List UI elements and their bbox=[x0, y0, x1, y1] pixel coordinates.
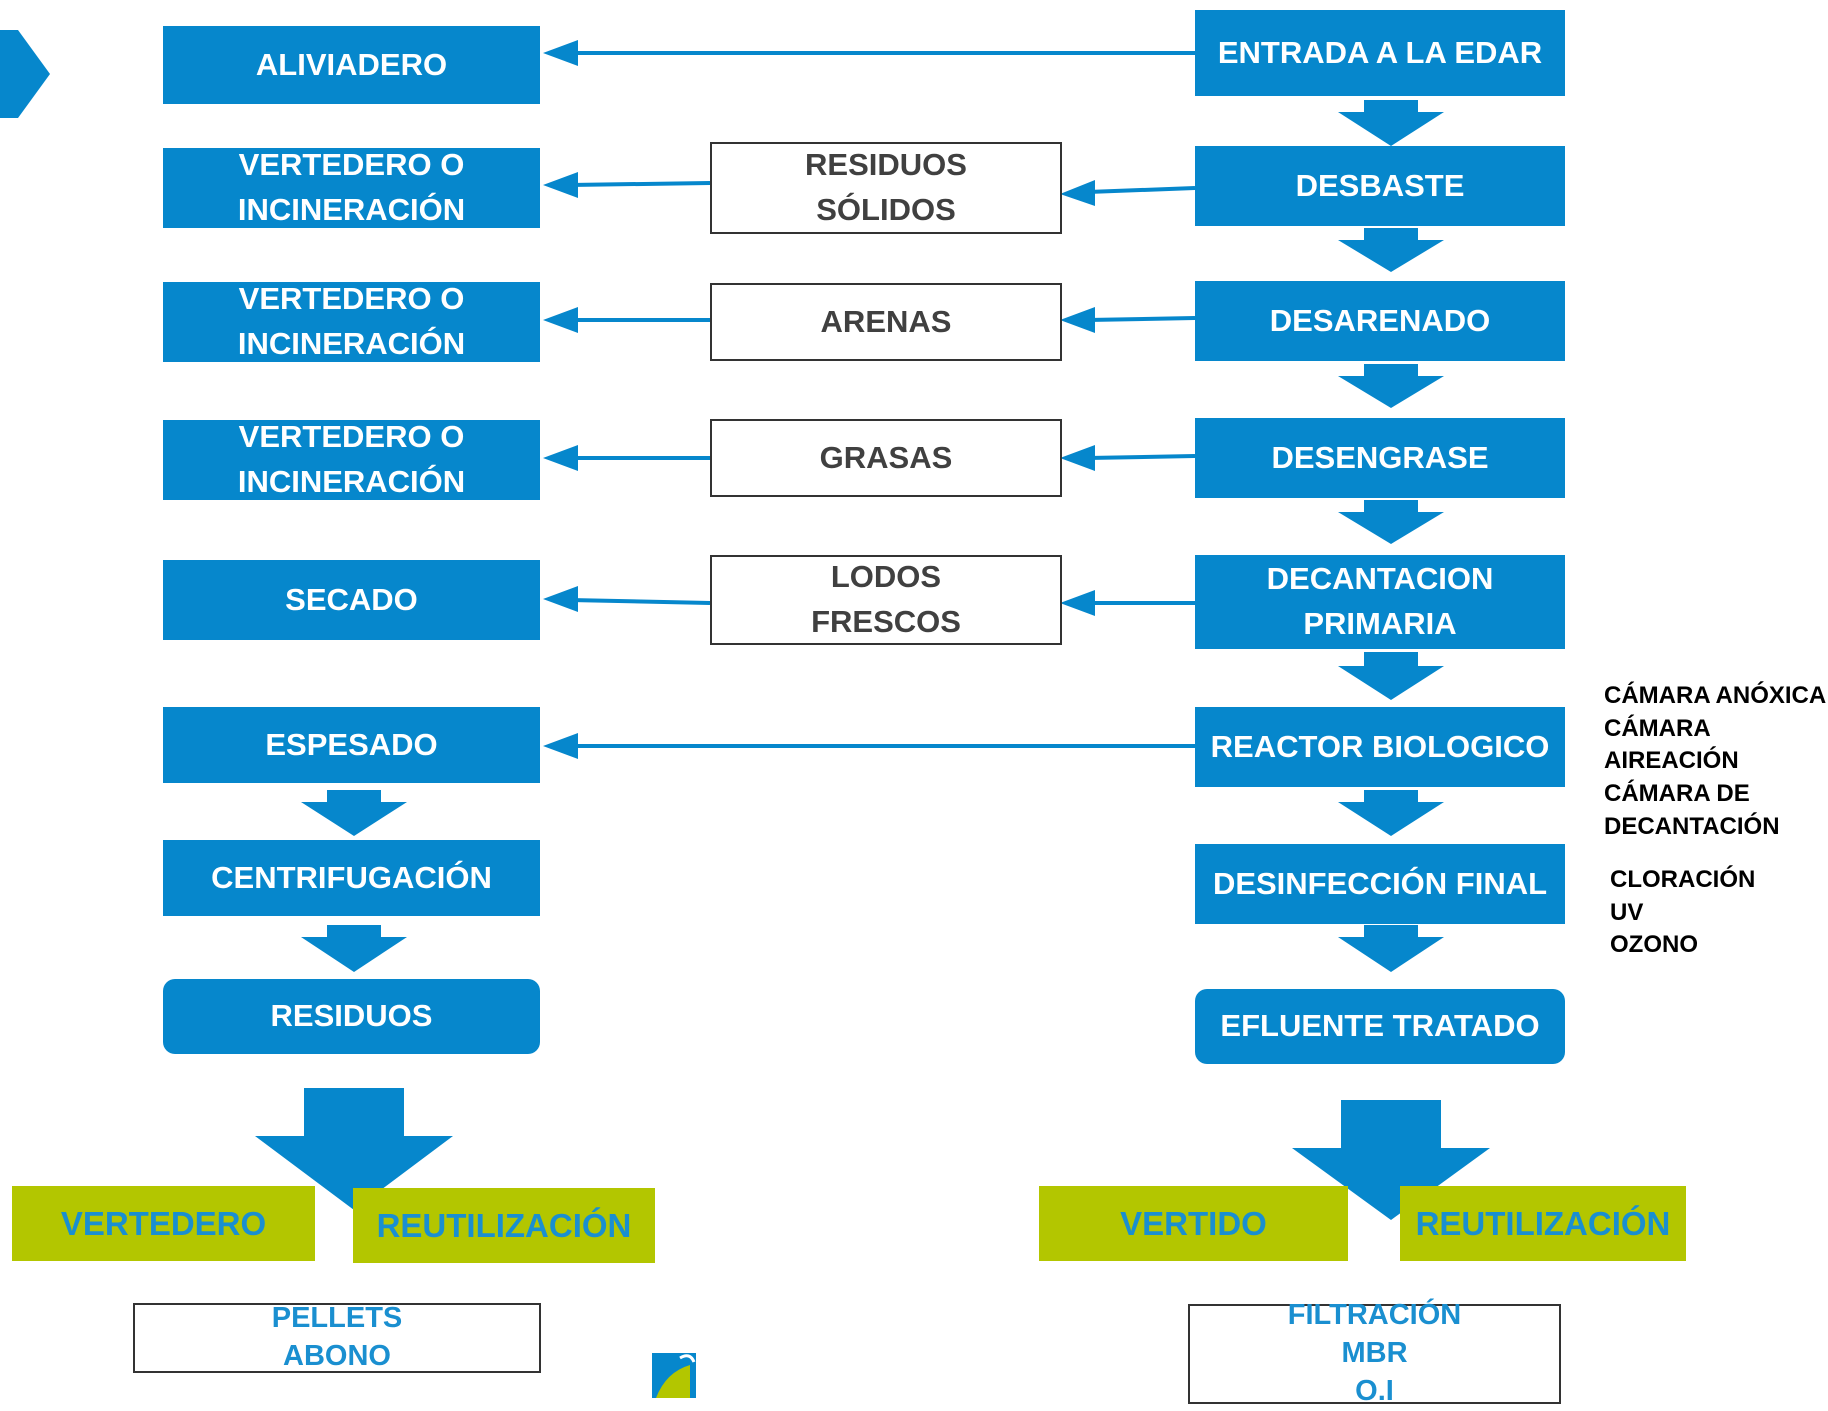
vertedero-output-label: VERTEDERO bbox=[60, 1204, 267, 1242]
left-arrow-icon bbox=[543, 733, 1195, 759]
desarenado-label: DESARENADO bbox=[1269, 302, 1491, 338]
down-arrow-icon bbox=[1338, 652, 1444, 700]
reutilizacion-left-output: REUTILIZACIÓN bbox=[353, 1188, 655, 1263]
secado-box: SECADO bbox=[163, 560, 540, 640]
entrada-box: ENTRADA A LA EDAR bbox=[1195, 10, 1565, 96]
down-arrow-icon bbox=[301, 790, 407, 836]
down-arrow-icon bbox=[1338, 228, 1444, 272]
reutilizacion-left-label: REUTILIZACIÓN bbox=[376, 1206, 632, 1244]
vertedero-box-3: VERTEDERO O INCINERACIÓN bbox=[163, 419, 540, 500]
left-arrow-icon bbox=[543, 172, 711, 198]
residuos-label: RESIDUOS bbox=[270, 998, 433, 1034]
down-arrow-icon bbox=[1338, 790, 1444, 836]
residuos-solidos-box: RESIDUOS SÓLIDOS bbox=[710, 142, 1062, 234]
left-arrow-icon bbox=[1060, 307, 1196, 333]
reutilizacion-right-output: REUTILIZACIÓN bbox=[1400, 1186, 1686, 1261]
decantacion-label: DECANTACION PRIMARIA bbox=[1266, 561, 1494, 641]
desarenado-box: DESARENADO bbox=[1195, 281, 1565, 361]
reactor-label: REACTOR BIOLOGICO bbox=[1210, 728, 1550, 764]
desengrase-label: DESENGRASE bbox=[1271, 439, 1489, 475]
left-arrow-icon bbox=[543, 586, 711, 612]
vertedero-box-1: VERTEDERO O INCINERACIÓN bbox=[163, 147, 540, 228]
left-arrow-icon bbox=[1060, 180, 1196, 206]
filtracion-box: FILTRACIÓN MBR O.I bbox=[1188, 1299, 1561, 1407]
desinfeccion-label: DESINFECCIÓN FINAL bbox=[1212, 865, 1548, 901]
vertido-label: VERTIDO bbox=[1120, 1204, 1267, 1242]
lodos-frescos-label: LODOS FRESCOS bbox=[811, 559, 961, 639]
espesado-label: ESPESADO bbox=[265, 726, 438, 762]
reactor-box: REACTOR BIOLOGICO bbox=[1195, 707, 1565, 787]
reutilizacion-right-label: REUTILIZACIÓN bbox=[1415, 1204, 1671, 1242]
aliviadero-label: ALIVIADERO bbox=[255, 46, 448, 82]
vertedero-label-2: VERTEDERO O INCINERACIÓN bbox=[237, 281, 466, 361]
down-arrow-icon bbox=[1338, 364, 1444, 408]
centrifugacion-box: CENTRIFUGACIÓN bbox=[163, 840, 540, 916]
desbaste-label: DESBASTE bbox=[1295, 167, 1465, 203]
vertedero-label-3: VERTEDERO O INCINERACIÓN bbox=[237, 419, 466, 499]
vertido-output: VERTIDO bbox=[1039, 1186, 1348, 1261]
chevron-right-icon bbox=[0, 30, 50, 118]
grasas-label: GRASAS bbox=[819, 439, 953, 475]
arenas-label: ARENAS bbox=[820, 303, 952, 339]
down-arrow-icon bbox=[1338, 500, 1444, 544]
down-arrow-icon bbox=[1338, 925, 1444, 972]
entrada-label: ENTRADA A LA EDAR bbox=[1217, 34, 1543, 70]
pellets-abono-box: PELLETS ABONO bbox=[133, 1302, 541, 1373]
efluente-box: EFLUENTE TRATADO bbox=[1195, 989, 1565, 1064]
left-arrow-icon bbox=[543, 307, 710, 333]
efluente-label: EFLUENTE TRATADO bbox=[1220, 1008, 1540, 1044]
left-arrow-icon bbox=[543, 445, 710, 471]
desbaste-box: DESBASTE bbox=[1195, 146, 1565, 226]
pellets-abono-label: PELLETS ABONO bbox=[271, 1302, 403, 1372]
down-arrow-icon bbox=[1338, 100, 1444, 146]
desengrase-box: DESENGRASE bbox=[1195, 418, 1565, 498]
residuos-box: RESIDUOS bbox=[163, 979, 540, 1054]
desinfeccion-box: DESINFECCIÓN FINAL bbox=[1195, 844, 1565, 924]
filtracion-label: FILTRACIÓN MBR O.I bbox=[1287, 1299, 1462, 1407]
logo-icon bbox=[652, 1353, 696, 1398]
lodos-frescos-box: LODOS FRESCOS bbox=[710, 555, 1062, 645]
decantacion-box: DECANTACION PRIMARIA bbox=[1195, 555, 1565, 649]
residuos-solidos-label: RESIDUOS SÓLIDOS bbox=[805, 147, 967, 227]
centrifugacion-label: CENTRIFUGACIÓN bbox=[211, 859, 492, 895]
arenas-box: ARENAS bbox=[710, 283, 1062, 361]
desinfeccion-notes: CLORACIÓN UV OZONO bbox=[1610, 866, 1756, 959]
aliviadero-box: ALIVIADERO bbox=[163, 26, 540, 104]
vertedero-label-1: VERTEDERO O INCINERACIÓN bbox=[237, 147, 466, 227]
vertedero-box-2: VERTEDERO O INCINERACIÓN bbox=[163, 281, 540, 362]
secado-label: SECADO bbox=[285, 581, 418, 617]
left-arrow-icon bbox=[1060, 590, 1195, 616]
down-arrow-icon bbox=[1292, 1100, 1490, 1220]
espesado-box: ESPESADO bbox=[163, 707, 540, 783]
left-arrow-icon bbox=[1060, 445, 1196, 471]
left-arrow-icon bbox=[543, 40, 1195, 66]
vertedero-output: VERTEDERO bbox=[12, 1186, 315, 1261]
reactor-notes: CÁMARA ANÓXICA CÁMARA AIREACIÓN CÁMARA D… bbox=[1604, 682, 1827, 840]
down-arrow-icon bbox=[255, 1088, 453, 1210]
grasas-box: GRASAS bbox=[710, 419, 1062, 497]
down-arrow-icon bbox=[301, 925, 407, 972]
